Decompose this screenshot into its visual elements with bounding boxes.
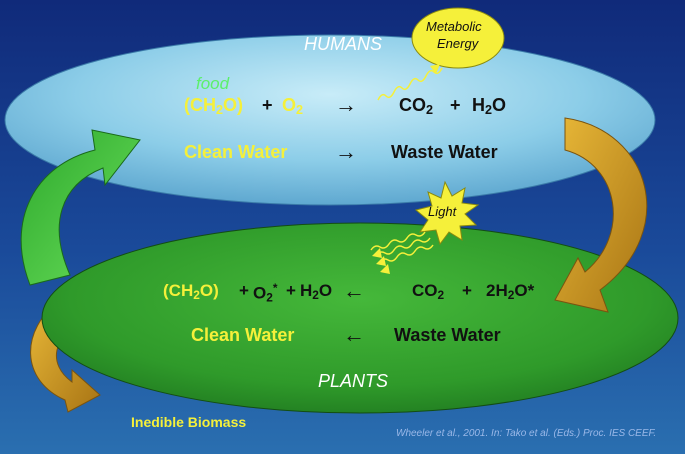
light-ray-3 <box>378 244 434 264</box>
light-ray-1 <box>370 231 426 251</box>
humans-ellipse <box>4 34 656 206</box>
metabolic-wave-arrowhead <box>430 64 440 74</box>
plants-label: PLANTS <box>318 371 389 391</box>
plants-plus-2: + <box>286 281 296 300</box>
inedible-biomass-label: Inedible Biomass <box>131 414 247 430</box>
humans-water-arrow: → <box>335 139 357 164</box>
humans-plus-1: + <box>262 95 273 115</box>
metabolic-energy-line2: Energy <box>437 36 479 51</box>
metabolic-energy-line1: Metabolic <box>426 19 482 34</box>
light-label: Light <box>428 204 457 219</box>
citation: Wheeler et al., 2001. In: Tako et al. (E… <box>396 428 657 439</box>
plants-reactant-2h2o: 2H2O* <box>486 281 535 302</box>
humans-product-h2o: H2O <box>472 95 507 118</box>
humans-to-plants-arrow <box>554 117 648 313</box>
humans-reactant-o2: O2 <box>282 95 304 118</box>
plants-clean-water: Clean Water <box>191 325 295 345</box>
light-ray-2 <box>375 237 431 257</box>
humans-reaction-arrow: → <box>335 92 357 117</box>
plants-product-ch2o: (CH2O) <box>163 281 219 302</box>
humans-reactant-ch2o: (CH2O) <box>184 95 244 118</box>
metabolic-energy-ellipse <box>411 7 505 69</box>
plants-product-o2: O2* <box>253 281 278 305</box>
food-label: food <box>196 74 230 93</box>
light-ray-arrowheads <box>372 248 390 274</box>
plants-waste-water: Waste Water <box>394 325 501 345</box>
humans-clean-water: Clean Water <box>184 142 288 162</box>
humans-plus-2: + <box>450 95 461 115</box>
metabolic-wave <box>377 67 443 101</box>
plants-reaction-arrow: ← <box>343 278 365 303</box>
humans-label: HUMANS <box>304 34 383 54</box>
plants-product-h2o: H2O <box>300 281 333 302</box>
plants-ellipse <box>41 222 679 414</box>
plants-to-humans-arrow <box>20 129 141 286</box>
plants-plus-3: + <box>462 281 472 300</box>
plants-plus-1: + <box>239 281 249 300</box>
plants-reactant-co2: CO2 <box>412 281 445 302</box>
humans-waste-water: Waste Water <box>391 142 498 162</box>
plants-water-arrow: ← <box>343 322 365 347</box>
light-star <box>414 180 480 246</box>
humans-product-co2: CO2 <box>399 95 434 118</box>
